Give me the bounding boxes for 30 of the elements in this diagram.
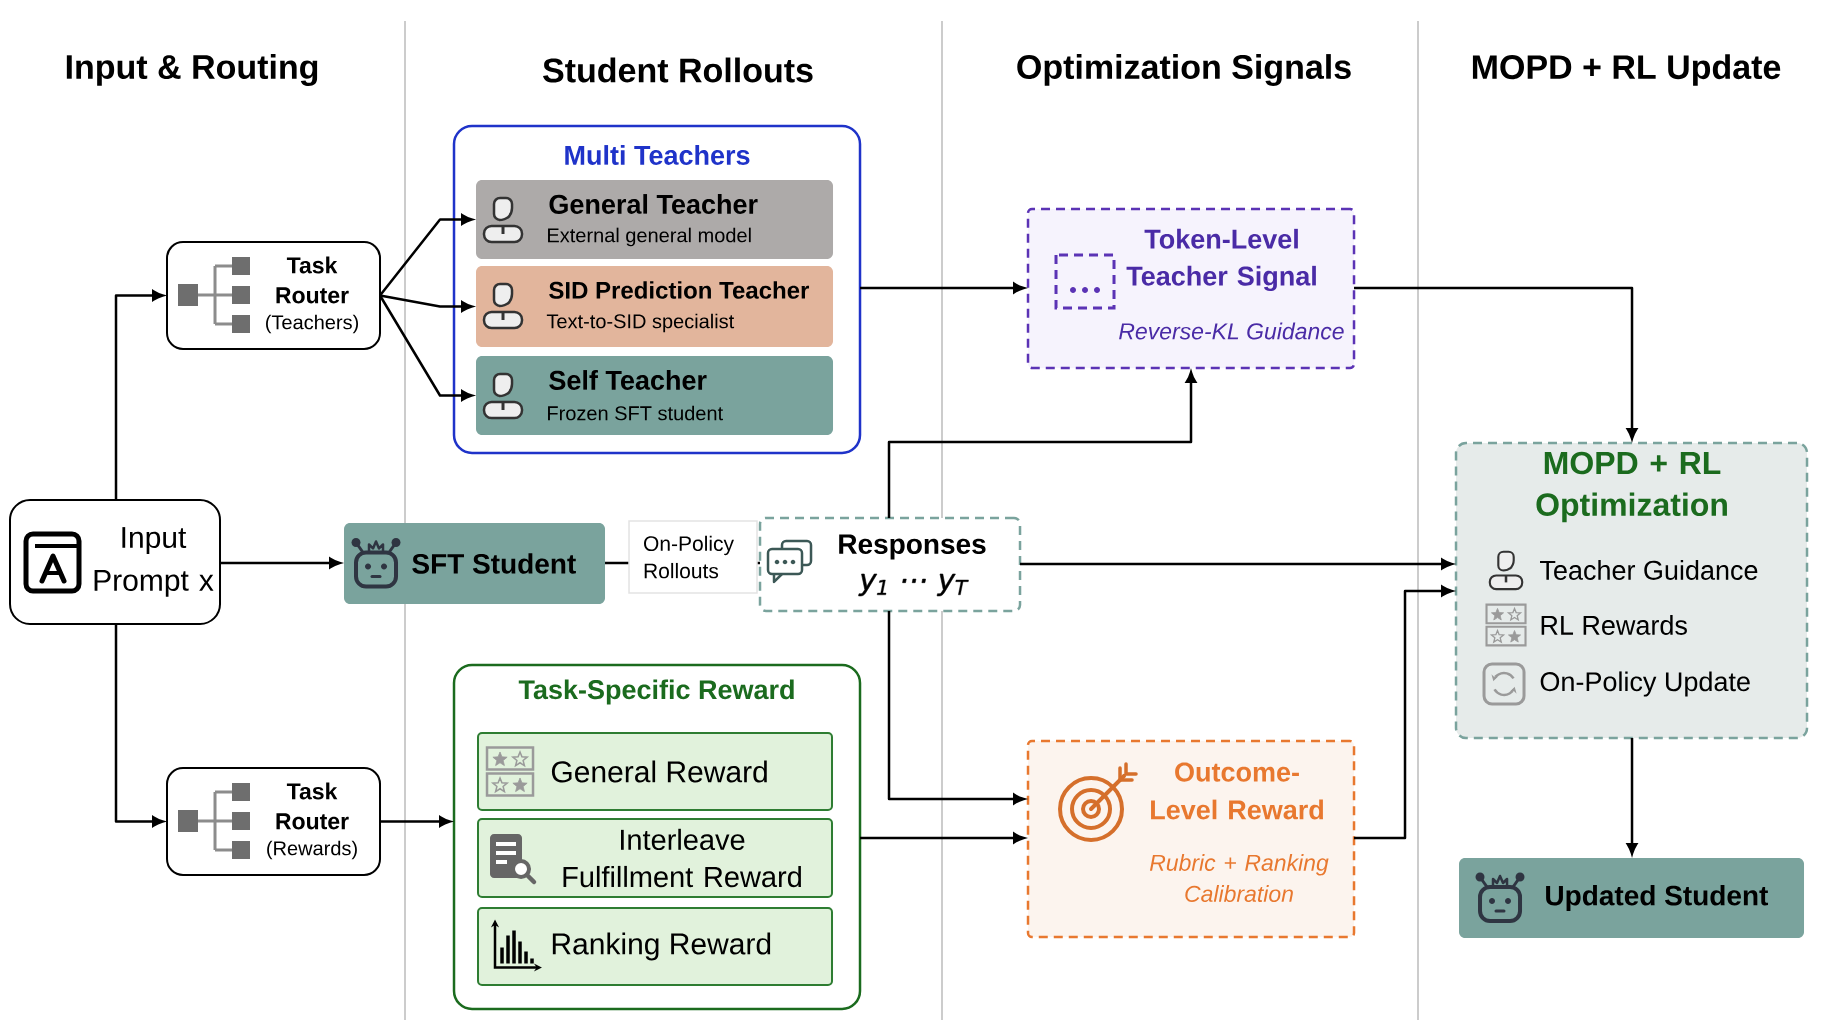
teacher-box: General Teacher External general model: [476, 180, 833, 259]
reward-box: Interleave Fulfillment Reward: [477, 818, 833, 898]
edge-label: On-Policy Rollouts: [628, 520, 758, 594]
arrow: [1626, 738, 1638, 855]
signal-box: Outcome-Level Reward Rubric + Ranking Calibration: [1026, 739, 1356, 939]
list-item: Teacher Guidance: [1540, 560, 1758, 580]
router-box: Task Router (Rewards): [166, 767, 381, 876]
arrow: [1354, 585, 1453, 840]
arrow: [1020, 558, 1453, 570]
column-heading: Optimization Signals: [1017, 54, 1351, 86]
arrow: [887, 611, 1025, 805]
reward-box: Ranking Reward: [477, 907, 833, 986]
student-box: Updated Student: [1459, 858, 1804, 938]
signal-box: Token-Level Teacher Signal Reverse-KL Guidance: [1026, 207, 1356, 370]
reward-box: General Reward: [477, 732, 833, 811]
column-heading: MOPD + RL Update: [1472, 54, 1781, 86]
arrow: [220, 557, 341, 569]
list-item: RL Rewards: [1541, 615, 1687, 635]
arrow: [887, 371, 1197, 518]
teacher-box: SID Prediction Teacher Text-to-SID specialist: [476, 266, 833, 347]
arrow: [860, 282, 1025, 294]
router-box: Task Router (Teachers): [166, 241, 381, 350]
arrow: [1354, 286, 1638, 440]
student-box: SFT Student: [344, 523, 605, 604]
list-item: On-Policy Update: [1540, 671, 1750, 697]
teacher-box: Self Teacher Frozen SFT student: [476, 356, 833, 435]
input-box: Input Prompt x: [9, 499, 221, 625]
column-heading: Input & Routing: [66, 54, 318, 86]
column-heading: Student Rollouts: [543, 57, 813, 83]
arrow: [860, 832, 1025, 844]
